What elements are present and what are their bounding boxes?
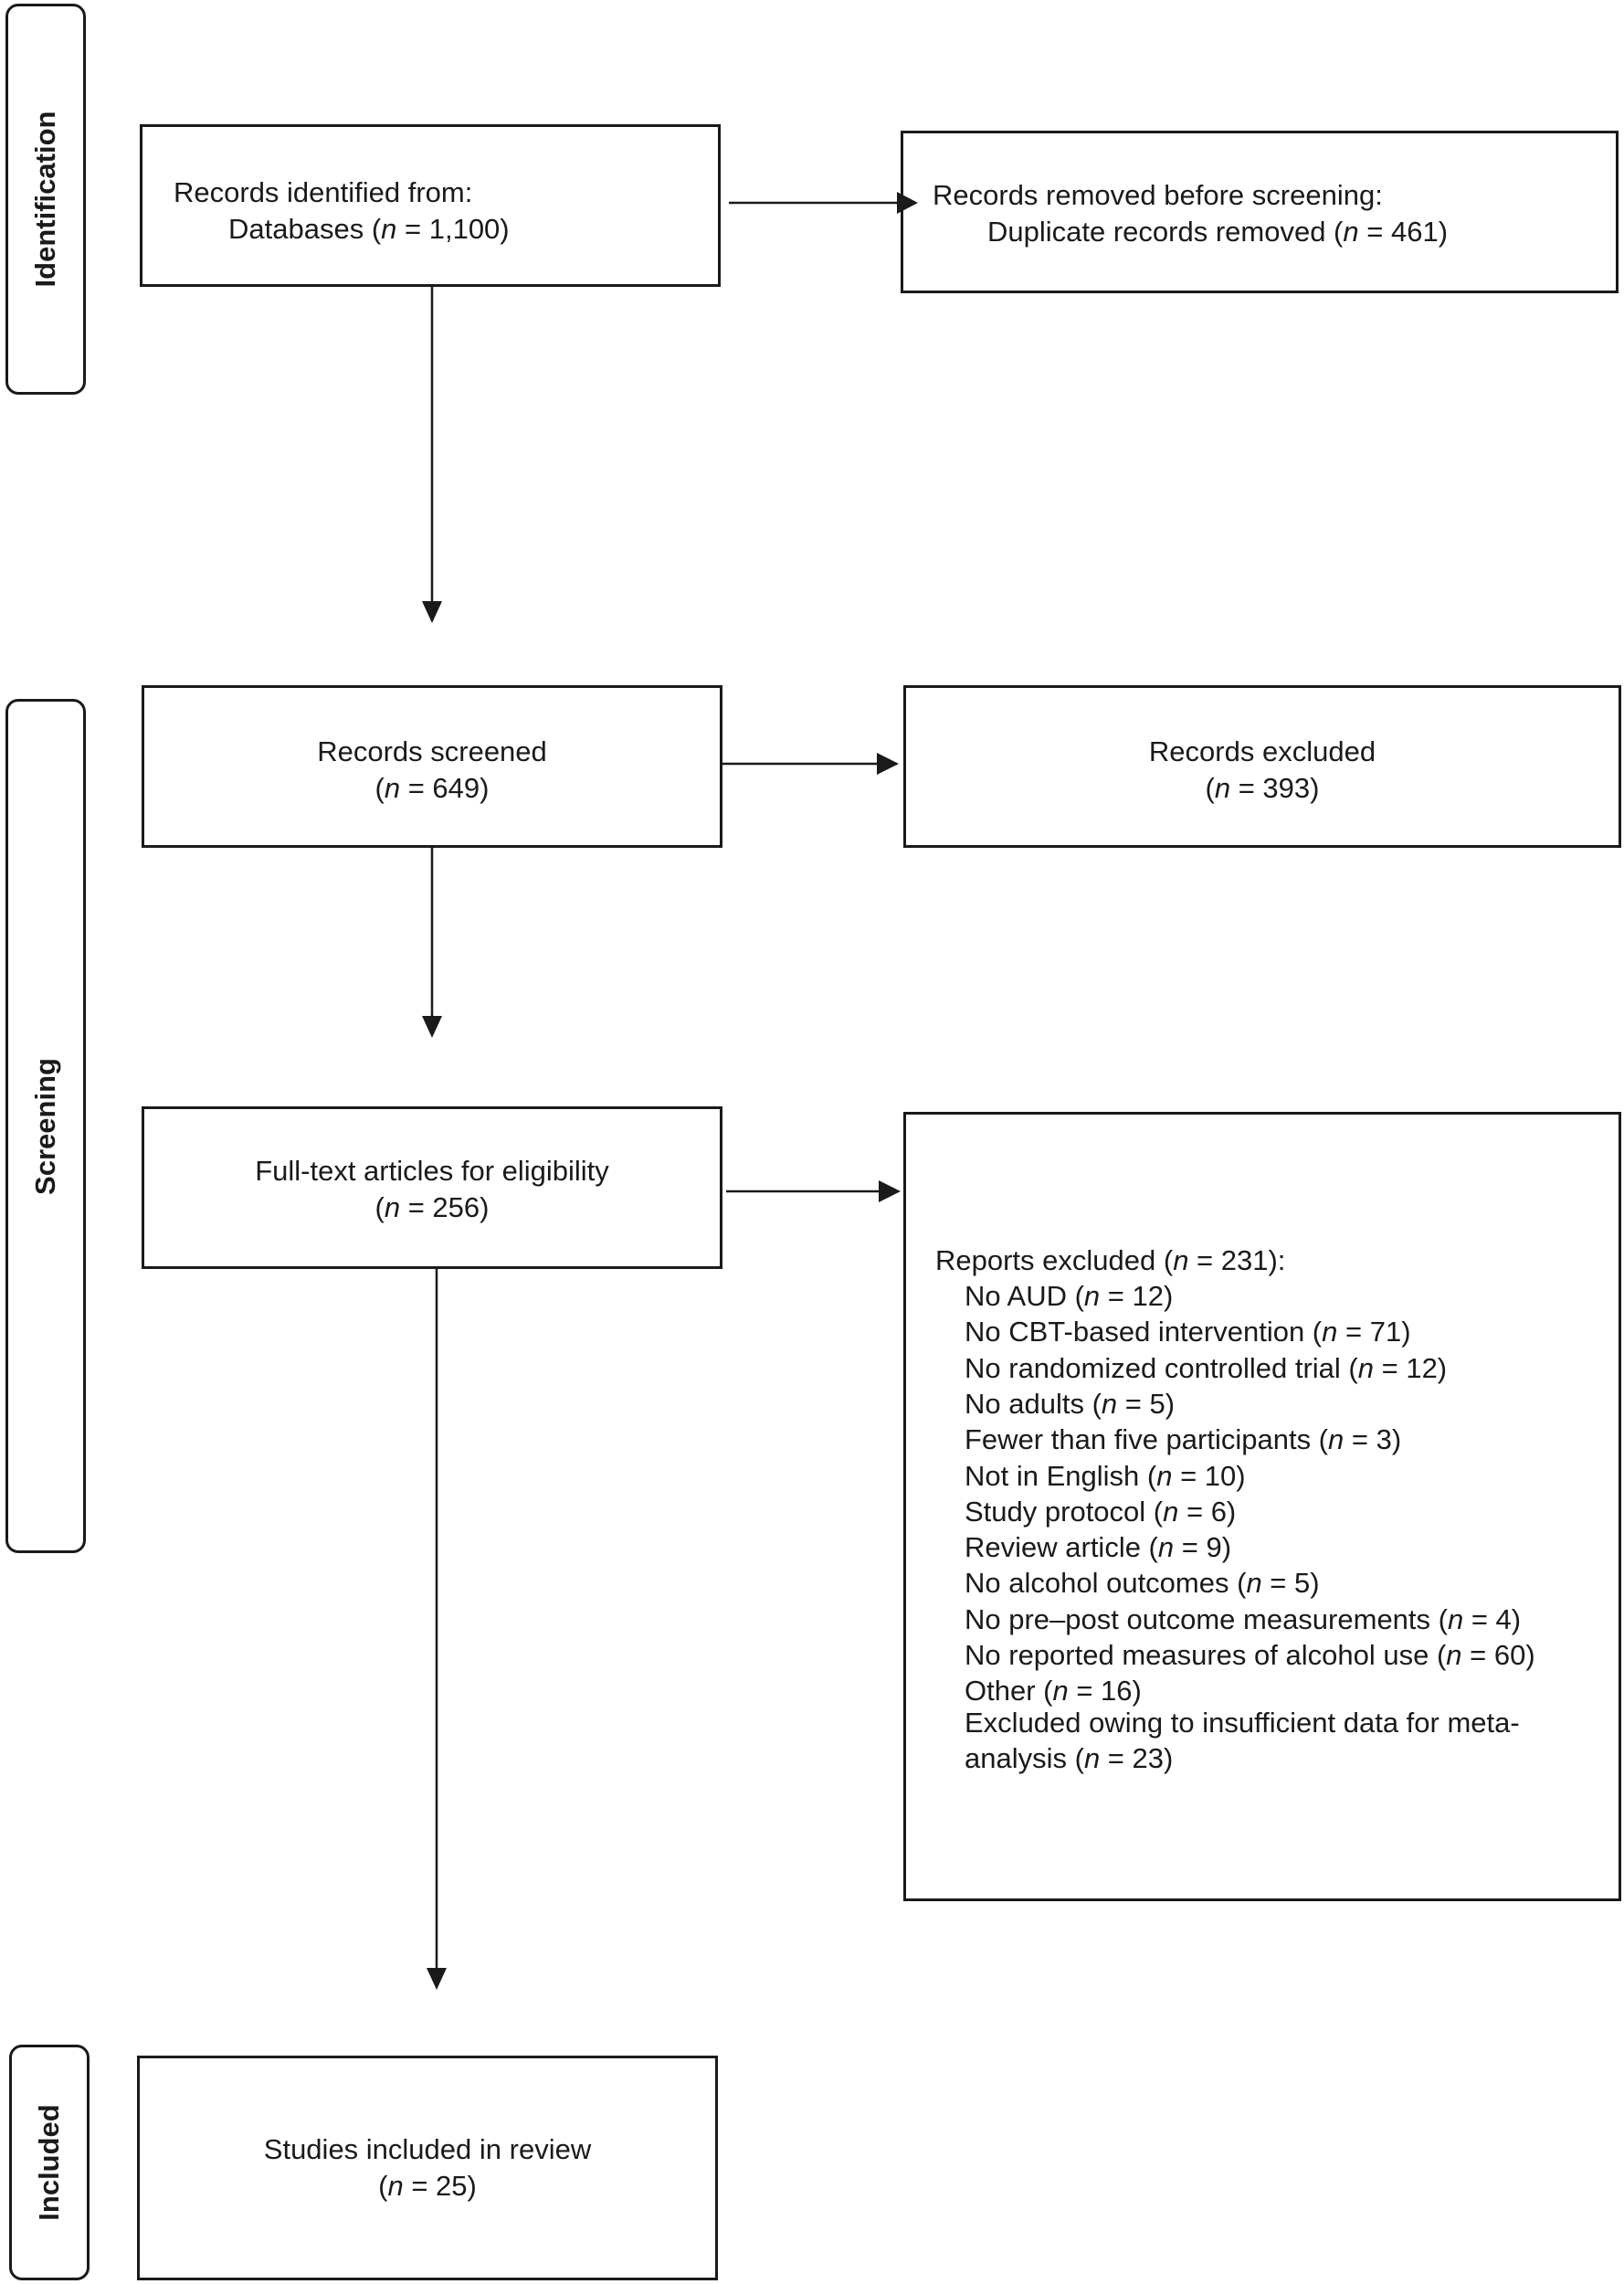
reports-excluded-box: Reports excluded (n = 231): Excluded owi… — [903, 1112, 1621, 1901]
arrowhead-fulltext — [422, 1016, 442, 1038]
records-removed-box: Records removed before screening: Duplic… — [901, 131, 1619, 293]
exclusion-reason: No alcohol outcomes (n = 5) — [965, 1567, 1320, 1600]
reason-insufficient-data-line1: Excluded owing to insufficient data for … — [965, 1707, 1520, 1739]
exclusion-reason: No randomized controlled trial (n = 12) — [965, 1351, 1448, 1384]
records-screened-box: Records screened (n = 649) — [142, 685, 722, 848]
reason-insufficient-data-line2: analysis (n = 23) — [965, 1742, 1174, 1774]
exclusion-reason: Fewer than five participants (n = 3) — [965, 1423, 1402, 1456]
exclusion-reason: Review article (n = 9) — [965, 1531, 1232, 1564]
arrowhead-removed — [897, 192, 918, 214]
exclusion-reason: No AUD (n = 12) — [965, 1280, 1174, 1312]
full-text-line1: Full-text articles for eligibility — [255, 1155, 609, 1187]
full-text-line2: (n = 256) — [374, 1191, 490, 1223]
stage-included: Included — [9, 2045, 90, 2280]
exclusion-reason: Other (n = 16) — [965, 1675, 1142, 1708]
stage-identification: Identification — [5, 4, 86, 395]
records-removed-line1: Records removed before screening: — [933, 179, 1383, 211]
stage-screening: Screening — [5, 699, 86, 1553]
arrowhead-excluded — [877, 753, 899, 775]
exclusion-reason: No reported measures of alcohol use (n =… — [965, 1639, 1535, 1671]
studies-included-line2: (n = 25) — [378, 2170, 477, 2202]
reports-excluded-heading: Reports excluded (n = 231): — [935, 1244, 1286, 1276]
exclusion-reason: No pre–post outcome measurements (n = 4) — [965, 1602, 1522, 1635]
exclusion-reason: No CBT-based intervention (n = 71) — [965, 1316, 1411, 1348]
exclusion-reason: Not in English (n = 10) — [965, 1459, 1246, 1492]
arrowhead-screened — [422, 601, 442, 623]
records-excluded-line1: Records excluded — [1148, 735, 1376, 767]
studies-included-box: Studies included in review (n = 25) — [137, 2056, 718, 2280]
arrowhead-included — [427, 1968, 447, 1990]
records-identified-box: Records identified from: Databases (n = … — [140, 124, 721, 287]
exclusion-reason: Study protocol (n = 6) — [965, 1495, 1237, 1528]
records-excluded-box: Records excluded (n = 393) — [903, 685, 1621, 848]
records-excluded-line2: (n = 393) — [1205, 772, 1320, 804]
records-identified-line2: Databases (n = 1,100) — [228, 213, 510, 245]
full-text-box: Full-text articles for eligibility (n = … — [142, 1106, 722, 1269]
records-identified-line1: Records identified from: — [174, 176, 473, 208]
records-removed-line2: Duplicate records removed (n = 461) — [987, 216, 1449, 248]
exclusion-reason: No adults (n = 5) — [965, 1387, 1176, 1420]
records-screened-line2: (n = 649) — [374, 772, 490, 804]
studies-included-line1: Studies included in review — [263, 2133, 592, 2165]
arrowhead-reports — [879, 1180, 901, 1202]
records-screened-line1: Records screened — [317, 735, 547, 767]
